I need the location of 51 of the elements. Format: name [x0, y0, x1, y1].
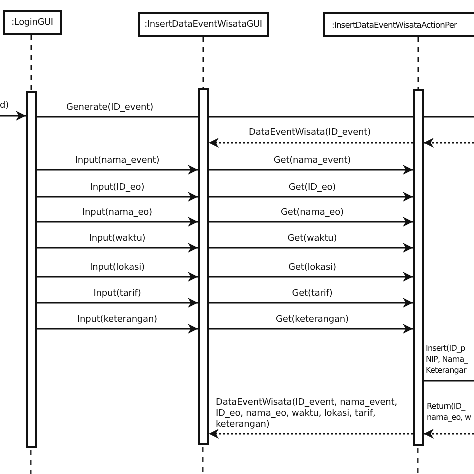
edge-label: Get(nama_event) [272, 156, 352, 167]
edge-label: Insert(ID_p NIP, Nama_ Keterangar [426, 343, 470, 376]
edge-label: Get(lokasi) [288, 263, 338, 274]
edge-label: Input(lokasi) [89, 263, 146, 274]
edge-label: Input(ID_eo) [89, 183, 146, 194]
activation-bar [198, 88, 209, 445]
return-arrow [424, 138, 474, 148]
edge-label: Return(ID_ nama_eo, w [427, 401, 472, 423]
message-arrow [209, 192, 413, 202]
lifeline-head [138, 12, 269, 37]
edge-label: Input(nama_event) [74, 156, 161, 167]
activation-bar [413, 89, 424, 446]
edge-label: Get(ID_eo) [288, 183, 338, 194]
edge-label: d) [0, 101, 10, 112]
return-arrow [424, 429, 474, 439]
message-arrow [209, 272, 413, 282]
message-arrow [37, 272, 198, 282]
return-arrow [209, 138, 413, 148]
message-arrow [209, 243, 413, 253]
lifeline [418, 37, 420, 89]
message-arrow [37, 298, 198, 308]
edge-label: Input(tarif) [92, 289, 142, 300]
message-arrow [37, 324, 198, 334]
lifeline-head [323, 12, 474, 37]
lifeline [202, 37, 204, 88]
edge-label: DataEventWisata(ID_event, nama_event, ID_eo, nama_eo, waktu, lokasi, tarif, keterangan) [216, 398, 398, 431]
object-name: :LoginGUI [12, 18, 54, 28]
lifeline-head [3, 10, 62, 35]
edge-label: DataEventWisata(ID_event) [248, 128, 372, 139]
message-arrow [37, 217, 198, 227]
message-arrow [37, 192, 198, 202]
return-arrow [209, 429, 413, 439]
edge-label: Input(keterangan) [76, 315, 158, 326]
message-arrow [209, 217, 413, 227]
message-arrow [209, 298, 413, 308]
message-arrow [37, 243, 198, 253]
object-name: :InsertDataEventWisataActionPer [332, 20, 458, 30]
edge-label: Generate(ID_event) [66, 103, 154, 114]
edge-label: Input(nama_eo) [82, 208, 154, 219]
activation-bar [26, 91, 37, 448]
lifeline [30, 35, 32, 91]
edge-label: Get(keterangan) [275, 315, 350, 326]
edge-label: Get(waktu) [286, 234, 338, 245]
edge-label: Get(nama_eo) [280, 208, 345, 219]
edge-label: Get(tarif) [291, 289, 334, 300]
edge-label: Input(waktu) [88, 234, 147, 245]
message-arrow [37, 165, 198, 175]
message-arrow [209, 324, 413, 334]
message-arrow [209, 165, 413, 175]
message-arrow [0, 111, 26, 121]
object-name: :InsertDataEventWisataGUI [144, 20, 262, 30]
